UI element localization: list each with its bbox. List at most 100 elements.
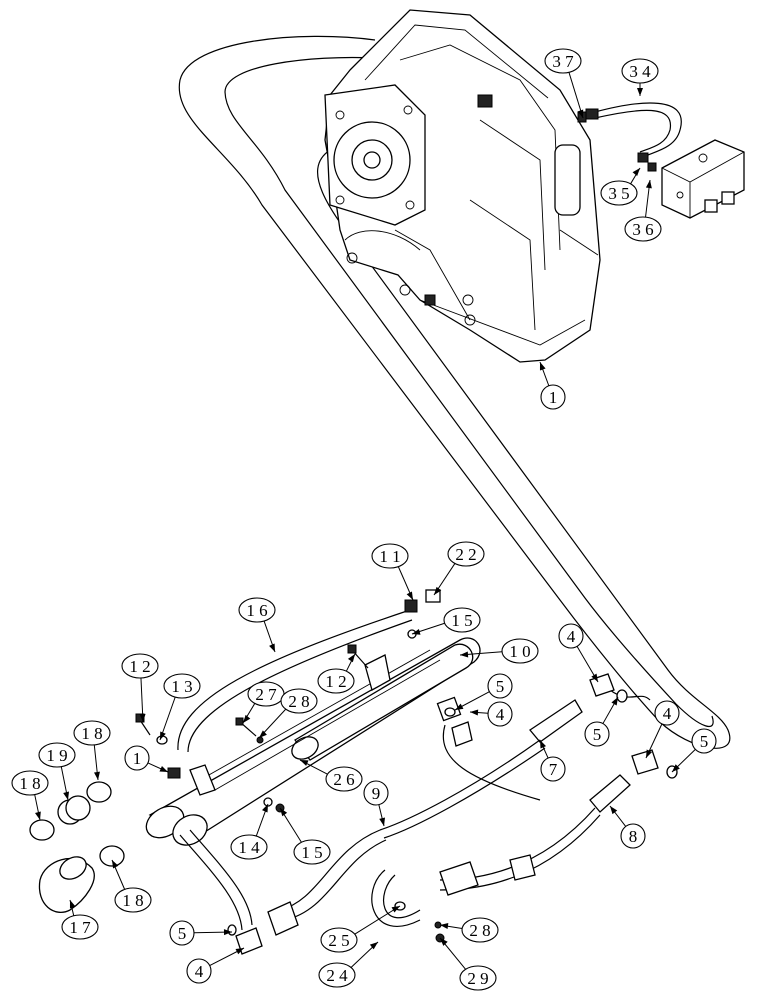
- callout-arrowhead: [139, 713, 146, 722]
- callout-arrowhead: [379, 817, 386, 826]
- callout-number: 5: [178, 924, 187, 943]
- callout-bubble: [320, 927, 358, 953]
- callout-number: 1 4: [238, 838, 260, 857]
- callout-bubble: [371, 543, 409, 569]
- callout-number: 1 6: [246, 601, 267, 620]
- callout-number: 2 8: [288, 692, 309, 711]
- callout-arrowhead: [470, 709, 479, 716]
- callout-number: 1 8: [19, 774, 40, 793]
- callout-bubble: [654, 700, 680, 726]
- callout-arrowhead: [412, 628, 421, 635]
- callout-arrowhead: [539, 362, 546, 371]
- callout-number: 3 5: [608, 184, 629, 203]
- callout-bubble: [121, 653, 159, 679]
- callout-number: 3 6: [632, 220, 653, 239]
- callout-number: 5: [593, 725, 602, 744]
- hose-34: [585, 102, 682, 159]
- callout-arrowhead: [269, 643, 275, 652]
- callout-bubble: [540, 384, 566, 410]
- callout-bubble: [624, 216, 662, 242]
- callout-arrowhead: [159, 765, 168, 772]
- callout-number: 1 7: [69, 918, 91, 937]
- callout-arrowhead: [645, 180, 652, 189]
- callout-number: 1 2: [129, 657, 150, 676]
- callout-number: 2 9: [467, 969, 488, 988]
- callout-bubble: [544, 48, 582, 74]
- callout-bubble: [620, 823, 646, 849]
- callout-arrowhead: [35, 811, 41, 820]
- callout-number: 1 1: [379, 547, 400, 566]
- callout-bubble: [459, 965, 497, 991]
- tube-elbow: [179, 829, 253, 931]
- callout-arrowhead: [460, 651, 469, 658]
- callout-bubble: [114, 887, 152, 913]
- callout-number: 2 7: [255, 685, 277, 704]
- callout-number: 2 5: [328, 931, 349, 950]
- hose-9: [267, 829, 421, 936]
- callout-arrowhead: [540, 740, 547, 749]
- callout-bubble: [325, 766, 363, 792]
- callout-arrowhead: [94, 771, 100, 780]
- callout-bubble: [363, 780, 389, 806]
- callout-bubble: [61, 914, 99, 940]
- callout-arrowhead: [610, 806, 618, 815]
- callout-bubble: [317, 668, 355, 694]
- callout-arrowhead: [347, 654, 355, 663]
- callout-bubble: [38, 742, 76, 768]
- callout-arrowhead: [440, 938, 448, 946]
- callout-number: 9: [372, 784, 381, 803]
- callout-arrowhead: [223, 929, 232, 936]
- callout-arrowhead: [455, 703, 464, 710]
- callout-arrowhead: [646, 749, 653, 758]
- callout-bubble: [11, 770, 49, 796]
- callout-arrowhead: [434, 586, 442, 595]
- callout-number: 2 8: [469, 921, 490, 940]
- callout-bubble: [487, 701, 513, 727]
- callout-arrowhead: [591, 673, 598, 682]
- callout-bubble: [280, 688, 318, 714]
- callout-arrowhead: [235, 948, 244, 955]
- hose-8: [439, 774, 631, 896]
- main-loop-hose: [178, 35, 731, 749]
- callout-bubble: [461, 917, 499, 943]
- callout-bubble: [443, 607, 481, 633]
- callout-number: 1 5: [301, 843, 322, 862]
- control-valve: [637, 139, 745, 219]
- callout-bubble: [124, 745, 150, 771]
- callout-bubble: [230, 834, 268, 860]
- callout-number: 7: [549, 760, 558, 779]
- callout-number: 5: [496, 677, 505, 696]
- callout-arrowhead: [160, 731, 166, 740]
- callout-number: 8: [629, 827, 638, 846]
- callout-number: 2 4: [326, 966, 348, 985]
- callout-number: 3 7: [552, 52, 574, 71]
- callout-number: 1 5: [451, 611, 472, 630]
- callout-arrowhead: [280, 808, 288, 817]
- callout-arrowhead: [611, 697, 618, 706]
- callout-number: 2 6: [333, 770, 354, 789]
- transmission-housing: [324, 9, 601, 363]
- callout-bubble: [186, 958, 212, 984]
- callout-number: 5: [700, 732, 709, 751]
- callout-number: 1 8: [81, 724, 102, 743]
- callout-number: 1 9: [46, 746, 67, 765]
- callout-bubble: [318, 962, 356, 988]
- callout-arrowhead: [259, 730, 267, 738]
- callout-bubble: [293, 839, 331, 865]
- callout-leader: [354, 905, 401, 935]
- callout-bubble: [600, 180, 638, 206]
- callout-number: 1 3: [171, 677, 192, 696]
- callout-arrowhead: [637, 88, 643, 96]
- callout-number: 3 4: [629, 62, 651, 81]
- callout-arrowhead: [391, 906, 400, 913]
- cooler-tubes: [145, 637, 541, 846]
- callout-arrowhead: [243, 714, 251, 723]
- callout-bubble: [501, 638, 539, 664]
- callout-number: 4: [496, 705, 505, 724]
- callout-bubble: [73, 720, 111, 746]
- callout-number: 1 0: [509, 642, 530, 661]
- callout-arrowhead: [69, 900, 76, 909]
- callout-bubble: [691, 728, 717, 754]
